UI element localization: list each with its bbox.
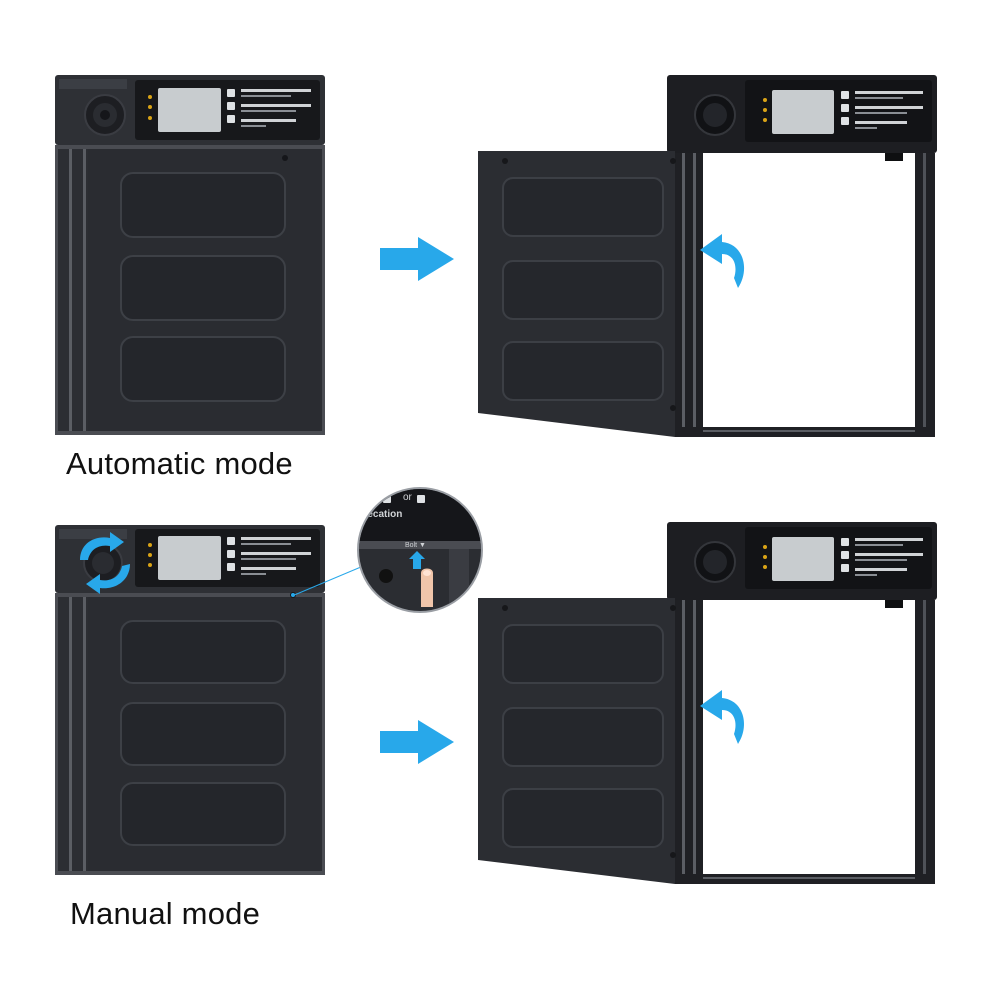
curved-open-arrow-icon xyxy=(700,690,745,744)
up-button[interactable] xyxy=(227,102,235,110)
emergency-tag xyxy=(59,79,127,89)
door-panel-rib xyxy=(120,336,286,402)
door-closed-automatic xyxy=(55,75,325,435)
zoom-callout: or elecation Bolt ▼ xyxy=(357,487,483,613)
curved-open-arrow-icon xyxy=(700,234,745,288)
door-open-automatic xyxy=(478,75,937,437)
callout-or-text: or xyxy=(403,492,412,503)
finger-press-icon xyxy=(409,551,433,607)
manual-mode-label: Manual mode xyxy=(70,896,261,931)
callout-connector xyxy=(291,563,369,597)
door-open-manual xyxy=(478,522,937,884)
rotate-arrows-icon xyxy=(80,532,130,594)
callout-selection-text: elecation xyxy=(359,509,403,520)
door-closed-manual xyxy=(55,525,325,875)
lcd-screen xyxy=(158,88,221,132)
down-button[interactable] xyxy=(227,115,235,123)
automatic-mode-label: Automatic mode xyxy=(66,446,293,481)
right-arrow-icon xyxy=(380,237,454,281)
m-button[interactable] xyxy=(227,89,235,97)
right-arrow-icon xyxy=(380,720,454,764)
bolt-hole xyxy=(379,569,393,583)
door-panel-rib xyxy=(120,172,286,238)
bolt-label: Bolt ▼ xyxy=(405,542,426,549)
door-panel-rib xyxy=(120,255,286,321)
